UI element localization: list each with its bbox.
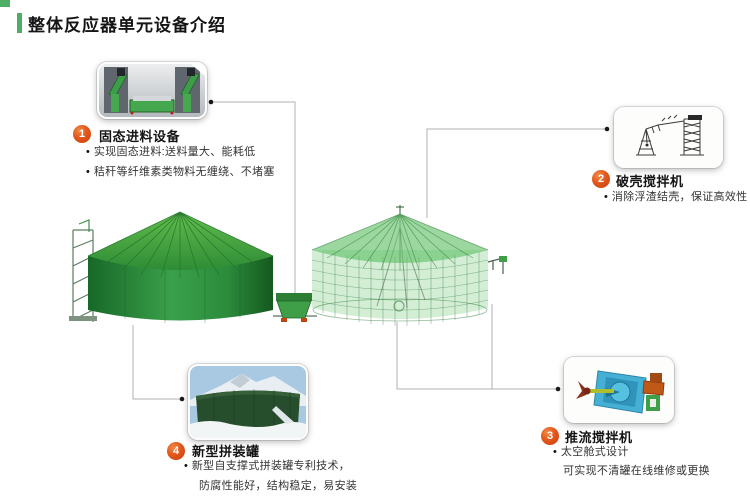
corner-accent-square bbox=[0, 0, 10, 7]
solid-feeding-equipment-image bbox=[99, 64, 205, 117]
page-title: 整体反应器单元设备介绍 bbox=[28, 16, 226, 35]
item-3-bullet-2: 可实现不清罐在线维修或更换 bbox=[563, 465, 710, 477]
item-1-number: 1 bbox=[78, 128, 86, 140]
item-2-number-badge: 2 bbox=[592, 170, 610, 188]
propeller-mixer-thumbnail bbox=[564, 357, 674, 423]
item-3-bullet-1: • 太空舱式设计 bbox=[553, 446, 629, 458]
item-1-title: 固态进料设备 bbox=[99, 129, 181, 144]
shell-breaker-thumbnail bbox=[614, 107, 723, 168]
item-3-number: 3 bbox=[546, 430, 554, 442]
item-1-number-badge: 1 bbox=[73, 125, 91, 143]
bullet-dot: • bbox=[604, 191, 608, 203]
submersible-propeller-mixer-image bbox=[566, 359, 672, 421]
bullet-dot: • bbox=[184, 460, 188, 472]
title-accent-bar bbox=[17, 13, 22, 33]
feeding-equipment-thumbnail bbox=[97, 62, 207, 119]
left-tank-body bbox=[88, 256, 273, 321]
item-4-bullet-2: 防腐性能好，结构稳定，易安装 bbox=[199, 480, 358, 492]
item-3-title: 推流搅拌机 bbox=[565, 430, 633, 445]
item-2-bullet-1: • 消除浮渣结壳，保证高效性 bbox=[604, 191, 748, 203]
item-4-title: 新型拼装罐 bbox=[192, 444, 260, 459]
shell-breaking-mixer-image bbox=[616, 109, 721, 166]
assembled-tank-thumbnail bbox=[188, 364, 308, 440]
bullet-dot: • bbox=[86, 146, 90, 158]
reactor-tanks-illustration bbox=[69, 205, 507, 326]
item-2-title: 破壳搅拌机 bbox=[616, 174, 684, 189]
feed-hopper bbox=[273, 293, 317, 322]
item-3-number-badge: 3 bbox=[541, 427, 559, 445]
item-4-bullet-1: • 新型自支撑式拼装罐专利技术， bbox=[184, 460, 351, 472]
item-4-number: 4 bbox=[172, 445, 180, 457]
left-tank-roof bbox=[88, 212, 273, 270]
item-2-number: 2 bbox=[597, 173, 605, 185]
item-4-number-badge: 4 bbox=[167, 442, 185, 460]
item-1-bullet-1: • 实现固态进料:送料量大、能耗低 bbox=[86, 146, 256, 158]
item-1-bullet-2: • 秸秆等纤维素类物料无缠绕、不堵塞 bbox=[86, 166, 275, 178]
bullet-dot: • bbox=[86, 166, 90, 178]
bullet-dot: • bbox=[553, 446, 557, 458]
assembled-tank-site-image bbox=[190, 366, 306, 438]
right-tank bbox=[311, 205, 507, 326]
